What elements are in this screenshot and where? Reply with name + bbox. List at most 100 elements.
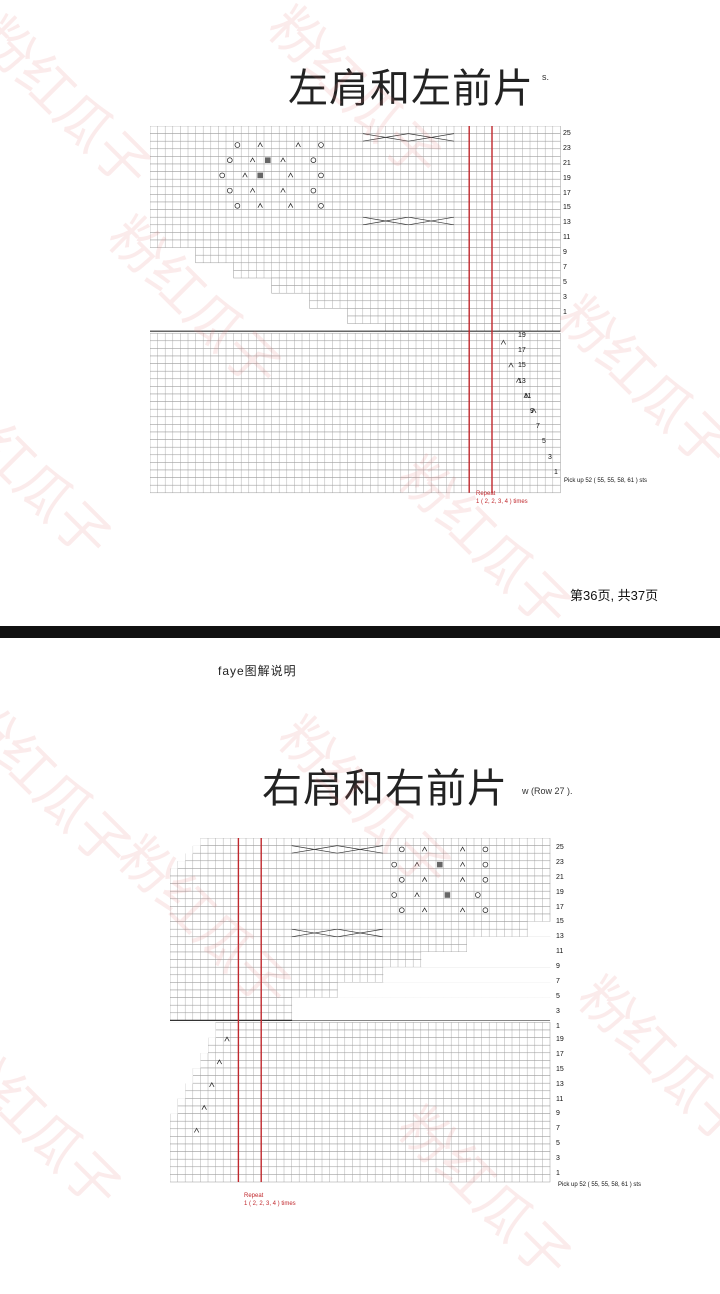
- yarn-over-symbol: [234, 142, 241, 148]
- row-number: 19: [563, 174, 571, 182]
- yarn-over-symbol: [219, 172, 225, 179]
- chart-mask: [292, 997, 551, 1021]
- row-number: 1: [563, 308, 567, 316]
- row-number: 5: [556, 1140, 560, 1148]
- decrease-symbol: [422, 907, 428, 913]
- chart-mask: [170, 1044, 208, 1054]
- row-number: 17: [563, 189, 571, 197]
- decrease-symbol: [250, 157, 256, 163]
- decrease-symbol: [523, 392, 529, 398]
- decrease-symbol: [257, 202, 263, 208]
- chart-row: [309, 292, 561, 302]
- pickup-note: Pick up 52 ( 55, 55, 58, 61 ) sts: [564, 478, 648, 484]
- cable-symbol: [337, 928, 383, 938]
- row-number: 9: [530, 408, 534, 415]
- decrease-symbol: [508, 362, 514, 368]
- row-number: 5: [542, 438, 546, 446]
- yarn-over-symbol: [391, 861, 397, 868]
- row-number: 15: [556, 1065, 564, 1073]
- row-number: 5: [563, 278, 567, 286]
- decrease-symbol: [257, 141, 263, 148]
- yarn-over-symbol: [399, 846, 405, 853]
- chart-mask: [170, 1060, 201, 1069]
- row-number: 23: [556, 858, 564, 866]
- repeat-times: 1 ( 2, 2, 3, 4 ) times: [476, 499, 528, 505]
- yarn-over-symbol: [475, 892, 481, 898]
- decrease-symbol: [216, 1059, 222, 1065]
- chart-title-left-front: 左肩和左前片: [288, 66, 534, 112]
- row-number: 17: [556, 903, 564, 911]
- chart-grid-right: [170, 838, 551, 1183]
- chart-row: [233, 262, 561, 271]
- decrease-symbol: [288, 172, 294, 178]
- yarn-over-symbol: [318, 203, 324, 209]
- chart-mask: [170, 1098, 178, 1107]
- chart-mask: [337, 982, 551, 998]
- decrease-symbol: [209, 1081, 215, 1088]
- decrease-symbol: [194, 1127, 200, 1133]
- row-number: 13: [563, 219, 571, 227]
- decrease-symbol: [516, 377, 522, 383]
- no-stitch-symbol: [265, 157, 271, 163]
- row-number: 23: [563, 144, 571, 152]
- pickup-note: Pick up 52 ( 55, 55, 58, 61 ) sts: [558, 1182, 642, 1188]
- row-number: 15: [518, 362, 526, 370]
- decrease-symbol: [460, 876, 466, 882]
- cable-symbol: [362, 133, 409, 142]
- repeat-label: Repeat: [476, 491, 496, 497]
- row-number: 13: [556, 1080, 564, 1088]
- page-divider: [0, 626, 720, 638]
- row-number: 9: [556, 963, 560, 971]
- row-number: 3: [556, 1155, 560, 1163]
- decrease-symbol: [280, 157, 286, 163]
- chart-mask: [527, 921, 551, 937]
- repeat-label: Repeat: [244, 1193, 264, 1199]
- yarn-over-symbol: [318, 142, 324, 148]
- chart-mask: [466, 936, 551, 952]
- yarn-over-symbol: [227, 157, 233, 163]
- chart-grid-left: [150, 126, 561, 494]
- chart-mask: [170, 845, 193, 854]
- row-number: 15: [556, 918, 564, 926]
- row-number: 13: [556, 933, 564, 941]
- decrease-symbol: [460, 861, 466, 867]
- title-suffix: s.: [542, 72, 550, 82]
- cable-symbol: [291, 845, 338, 854]
- page-number: 第36页, 共37页: [570, 588, 659, 603]
- row-number: 3: [548, 453, 552, 461]
- decrease-symbol: [414, 861, 420, 867]
- yarn-over-symbol: [310, 157, 317, 163]
- row-number: 19: [556, 888, 564, 896]
- row-number: 13: [518, 377, 526, 385]
- cable-symbol: [408, 133, 455, 142]
- row-number: 1: [556, 1170, 560, 1178]
- chart-mask: [170, 1052, 201, 1061]
- row-number: 17: [556, 1050, 564, 1058]
- row-number: 21: [563, 159, 571, 167]
- yarn-over-symbol: [391, 892, 397, 898]
- decrease-symbol: [242, 172, 248, 178]
- decrease-symbol: [460, 907, 466, 913]
- cable-symbol: [362, 216, 409, 226]
- chart-row: [385, 323, 561, 332]
- decrease-symbol: [414, 891, 420, 898]
- chart-mask: [170, 1037, 208, 1046]
- decrease-symbol: [224, 1036, 230, 1042]
- no-stitch-symbol: [444, 892, 451, 898]
- chart-mask: [170, 1029, 216, 1038]
- decrease-symbol: [250, 187, 256, 193]
- yarn-over-symbol: [399, 877, 405, 883]
- chart-mask: [170, 1067, 193, 1076]
- document-header: faye图解说明: [218, 664, 297, 678]
- decrease-symbol: [288, 202, 294, 208]
- yarn-over-symbol: [482, 907, 489, 913]
- decrease-symbol: [422, 846, 428, 852]
- row-number: 1: [554, 468, 558, 476]
- yarn-over-symbol: [399, 907, 405, 913]
- decrease-symbol: [295, 141, 301, 148]
- decrease-symbol: [460, 846, 466, 852]
- chart-row: [233, 270, 561, 279]
- row-number: 5: [556, 992, 560, 1000]
